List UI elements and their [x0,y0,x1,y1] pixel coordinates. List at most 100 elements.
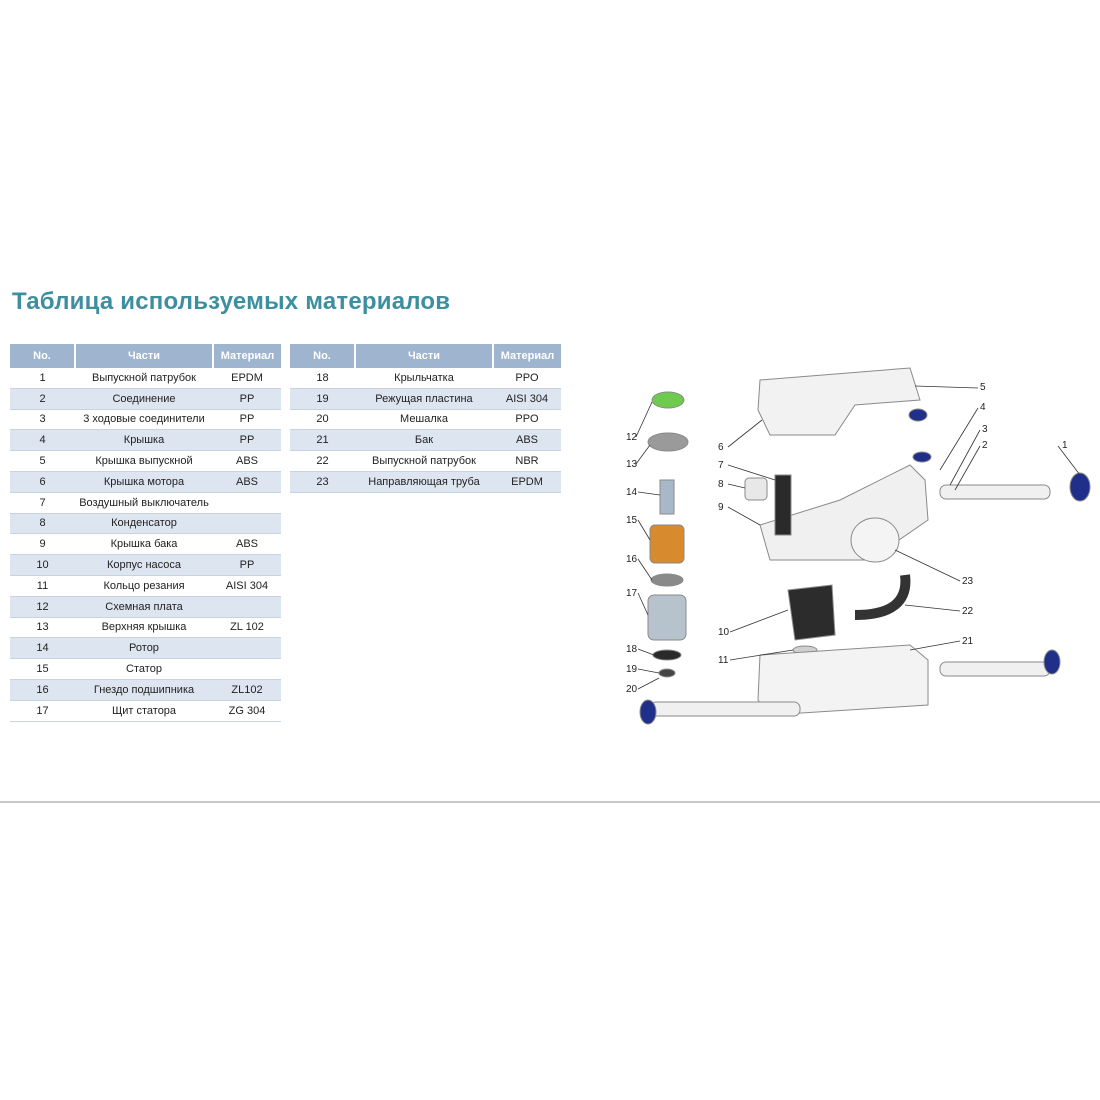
callout-23: 23 [962,576,974,587]
cell-no: 17 [10,700,75,722]
callout-6: 6 [718,442,724,453]
cell-material: NBR [493,450,561,472]
cell-material: ABS [213,450,281,472]
rotor-shape [659,479,675,515]
cell-material: AISI 304 [213,575,281,597]
callout-leader-lines [635,385,1081,690]
callout-14: 14 [626,487,638,498]
stator-shield-shape [647,594,687,641]
callout-2: 2 [982,440,988,451]
cell-no: 15 [10,658,75,680]
cell-part: Крышка мотора [75,471,213,493]
callout-18: 18 [626,644,638,655]
cell-part: Щит статора [75,700,213,722]
cell-material: PP [213,429,281,452]
cell-material: ABS [213,533,281,556]
cell-no: 6 [10,471,75,493]
cell-material [213,492,281,514]
callout-5: 5 [980,382,986,393]
cell-part: Мешалка [355,409,493,431]
header-part: Части [355,344,494,368]
cell-no: 14 [10,637,75,660]
stator-shape [649,524,685,564]
cell-no: 23 [290,471,355,493]
cell-part: 3 ходовые соединители [75,409,213,431]
cell-part: Ротор [75,637,213,660]
header-material: Материал [213,344,281,368]
cell-part: Воздушный выключатель [75,492,213,514]
cell-no: 12 [10,596,75,618]
cell-no: 16 [10,679,75,701]
tank-shape [757,644,929,716]
table-header-row: No. Части Материал [290,344,561,368]
callout-19: 19 [626,664,638,675]
cell-part: Выпускной патрубок [75,368,213,389]
header-material: Материал [493,344,561,368]
cell-no: 10 [10,554,75,576]
air-switch-shape [774,474,792,536]
cell-material: ZL102 [213,679,281,701]
cell-part: Схемная плата [75,596,213,618]
cell-no: 2 [10,388,75,410]
callout-22: 22 [962,606,974,617]
callout-20: 20 [626,684,638,695]
cell-no: 21 [290,429,355,452]
bearing-seat-shape [650,573,684,587]
cell-no: 20 [290,409,355,431]
cell-material [213,658,281,680]
cell-part: Кольцо резания [75,575,213,597]
bottom-seal-right-shape [1043,649,1061,675]
header-no: No. [10,344,76,368]
table-header-row: No. Части Материал [10,344,281,368]
cell-part: Крышка бака [75,533,213,556]
callout-17: 17 [626,588,638,599]
callout-13: 13 [626,459,638,470]
outlet-hose-shape [854,574,911,620]
cell-no: 9 [10,533,75,556]
cell-no: 7 [10,492,75,514]
cell-no: 13 [10,617,75,639]
cell-part: Статор [75,658,213,680]
cell-material: EPDM [213,368,281,389]
seal-ring-shape [908,408,928,422]
callout-10: 10 [718,627,730,638]
cell-no: 11 [10,575,75,597]
motor-cover-shape [757,367,921,436]
cell-no: 5 [10,450,75,472]
cell-material: ABS [213,471,281,493]
cell-part: Соединение [75,388,213,410]
callout-15: 15 [626,515,638,526]
exploded-pump-diagram: 1 2 3 4 5 6 7 8 9 10 11 12 13 14 15 16 1… [626,367,1091,725]
callout-9: 9 [718,502,724,513]
cell-no: 3 [10,409,75,431]
cell-no: 8 [10,513,75,535]
guide-pipe-shape [850,517,900,563]
callout-4: 4 [980,402,986,413]
bottom-fittings-left-shape [649,701,801,717]
callout-1: 1 [1062,440,1068,451]
page-title: Таблица используемых материалов [12,288,451,315]
cell-material: PP [213,388,281,410]
cell-part: Крыльчатка [355,368,493,389]
cell-no: 4 [10,429,75,452]
page-divider [0,801,1100,803]
diagram-callouts: 1 2 3 4 5 6 7 8 9 10 11 12 13 14 15 16 1… [626,382,1068,695]
callout-3: 3 [982,424,988,435]
connection-fittings-shape [939,484,1051,500]
